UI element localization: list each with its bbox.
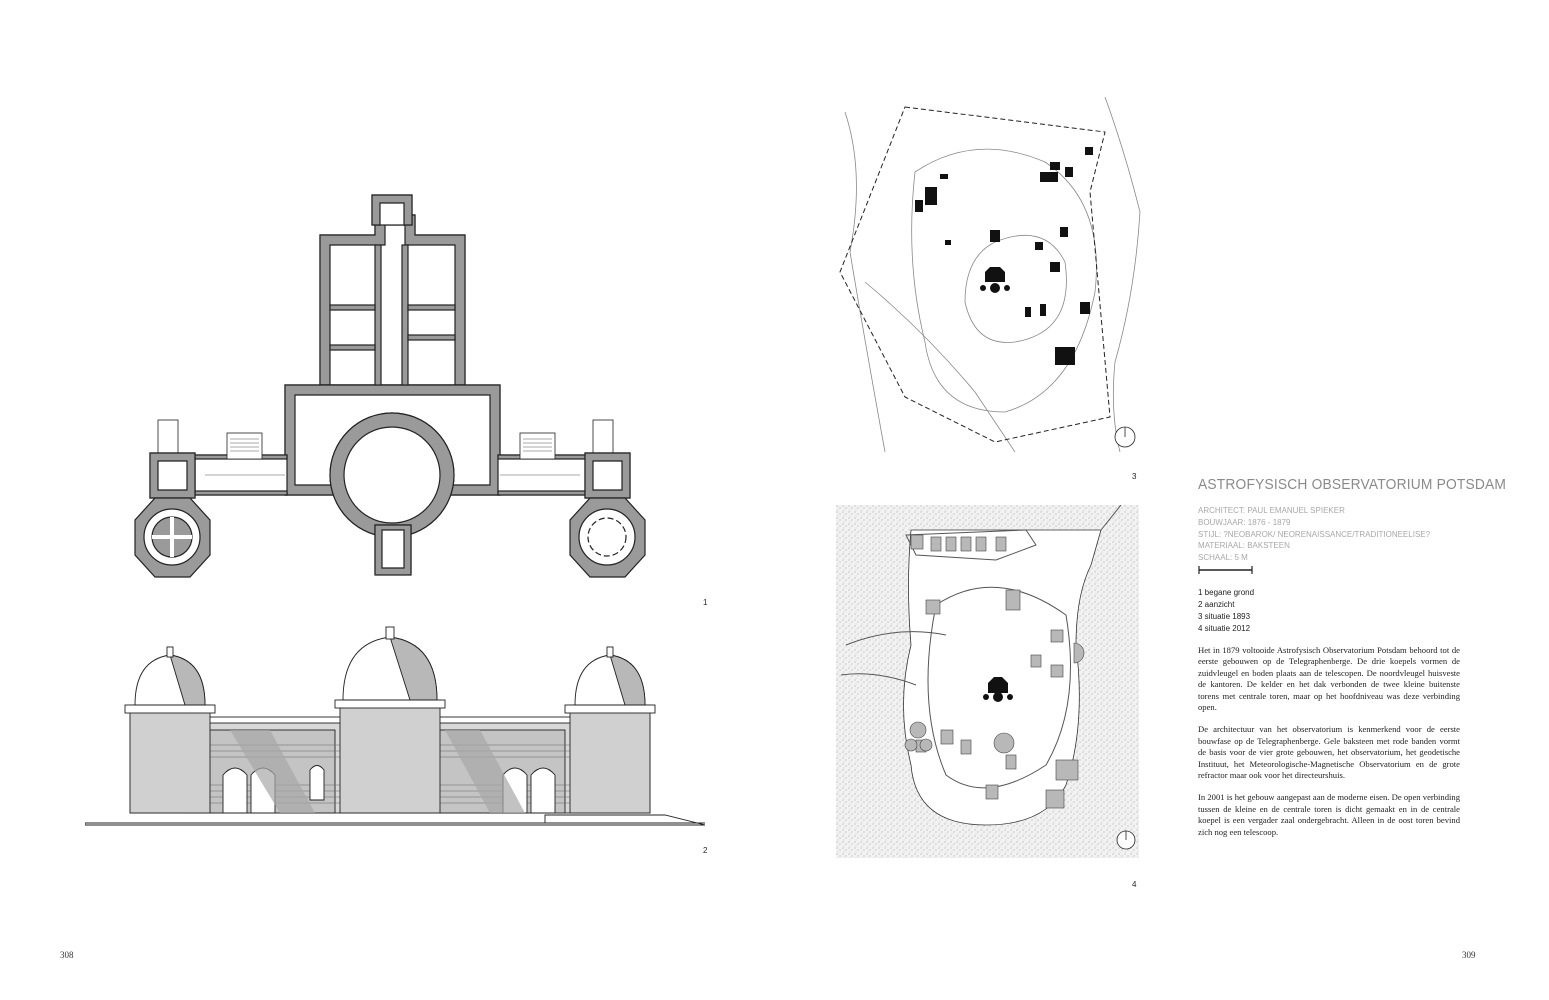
meta-architect: ARCHITECT: PAUL EMANUEL SPIEKER (1198, 506, 1345, 515)
paragraph: Het in 1879 voltooide Astrofysisch Obser… (1198, 645, 1460, 713)
figure-number-1: 1 (703, 598, 708, 607)
legend-item: 2 aanzicht (1198, 600, 1235, 609)
elevation-drawing (85, 626, 705, 826)
meta-scale: SCHAAL: 5 M (1198, 553, 1248, 563)
figure-number-3: 3 (1132, 472, 1137, 481)
page-number-left: 308 (60, 950, 74, 960)
scale-bar (1198, 566, 1253, 574)
legend-item: 3 situatie 1893 (1198, 612, 1251, 621)
meta-year: BOUWJAAR: 1876 - 1879 (1198, 517, 1291, 527)
floor-plan-drawing (134, 194, 646, 578)
page-number-right: 309 (1462, 950, 1476, 960)
project-meta: ARCHITECT: PAUL EMANUEL SPIEKER BOUWJAAR… (1198, 505, 1528, 564)
site-plan-1893 (839, 96, 1141, 452)
figure-number-4: 4 (1132, 880, 1137, 889)
paragraph: In 2001 is het gebouw aangepast aan de m… (1198, 792, 1460, 837)
figure-legend: 1 begane grond 2 aanzicht 3 situatie 189… (1198, 587, 1498, 635)
body-text: Het in 1879 voltooide Astrofysisch Obser… (1198, 645, 1460, 849)
page-title: ASTROFYSISCH OBSERVATORIUM POTSDAM (1198, 476, 1507, 493)
legend-item: 4 situatie 2012 (1198, 624, 1251, 633)
site-plan-2012 (836, 505, 1139, 858)
paragraph: De architectuur van het observatorium is… (1198, 724, 1460, 781)
legend-item: 1 begane grond (1198, 588, 1255, 597)
figure-number-2: 2 (703, 846, 708, 855)
meta-material: MATERIAAL: BAKSTEEN (1198, 541, 1290, 551)
meta-style: STIJL: ?NEOBAROK/ NEORENAISSANCE/TRADITI… (1198, 529, 1431, 539)
